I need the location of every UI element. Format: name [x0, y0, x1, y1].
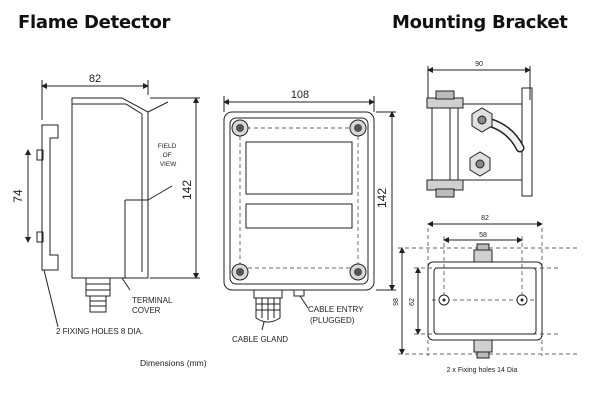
side-height-label: 142	[180, 180, 194, 200]
side-width-label: 82	[89, 73, 101, 85]
front-label-plate	[245, 203, 353, 229]
bracket-side-view: 90	[426, 61, 533, 198]
plugged-cable-entry	[293, 289, 305, 297]
detector-housing-front	[223, 111, 375, 291]
front-width-label: 108	[291, 89, 309, 101]
side-fixing-holes-label: 2 FIXING HOLES 8 DIA.	[56, 327, 143, 336]
base-inner-width-label: 58	[479, 232, 487, 239]
field-of-view-label: FIELD OF VIEW	[158, 143, 178, 168]
base-inner-height-label: 62	[409, 298, 416, 306]
side-mount-height-label: 74	[11, 189, 25, 203]
front-corner-screws	[231, 119, 367, 281]
base-fixing-holes	[438, 294, 528, 306]
bracket-wall-plate	[521, 87, 533, 197]
base-outer-width-label: 82	[481, 215, 489, 222]
bracket-base-view: 82 58 98	[393, 215, 580, 374]
detector-housing-side	[71, 97, 149, 279]
bracket-width-label: 90	[475, 61, 483, 68]
detection-window	[245, 141, 353, 195]
base-outer-height-label: 98	[393, 298, 400, 306]
bracket-nuts	[469, 107, 493, 177]
base-fixing-holes-label: 2 x Fixing holes 14 Dia	[447, 367, 518, 374]
base-studs	[473, 243, 493, 359]
bracket-arm	[449, 103, 523, 181]
flame-detector-title: Flame Detector	[18, 12, 171, 33]
side-cable-gland	[85, 278, 111, 297]
cable-entry-label: CABLE ENTRY (PLUGGED)	[308, 305, 366, 325]
bracket-pivot-block	[431, 105, 459, 183]
detector-side-view: 82 FIELD OF VIEW 74	[11, 73, 207, 368]
field-of-view-line-bottom	[147, 185, 173, 201]
front-cable-gland	[253, 289, 283, 323]
mounting-bracket-title: Mounting Bracket	[392, 12, 568, 33]
detector-mounting-plate	[41, 124, 59, 271]
cable-gland-label: CABLE GLAND	[232, 335, 288, 344]
detector-front-view: 108 142	[223, 89, 396, 344]
dimensions-units-note: Dimensions (mm)	[140, 358, 207, 368]
plate-tab-bottom	[36, 231, 44, 243]
terminal-cover-label: TERMINAL COVER	[132, 296, 174, 315]
front-height-label: 142	[375, 188, 389, 208]
plate-tab-top	[36, 149, 44, 161]
field-of-view-line-top	[147, 101, 169, 113]
